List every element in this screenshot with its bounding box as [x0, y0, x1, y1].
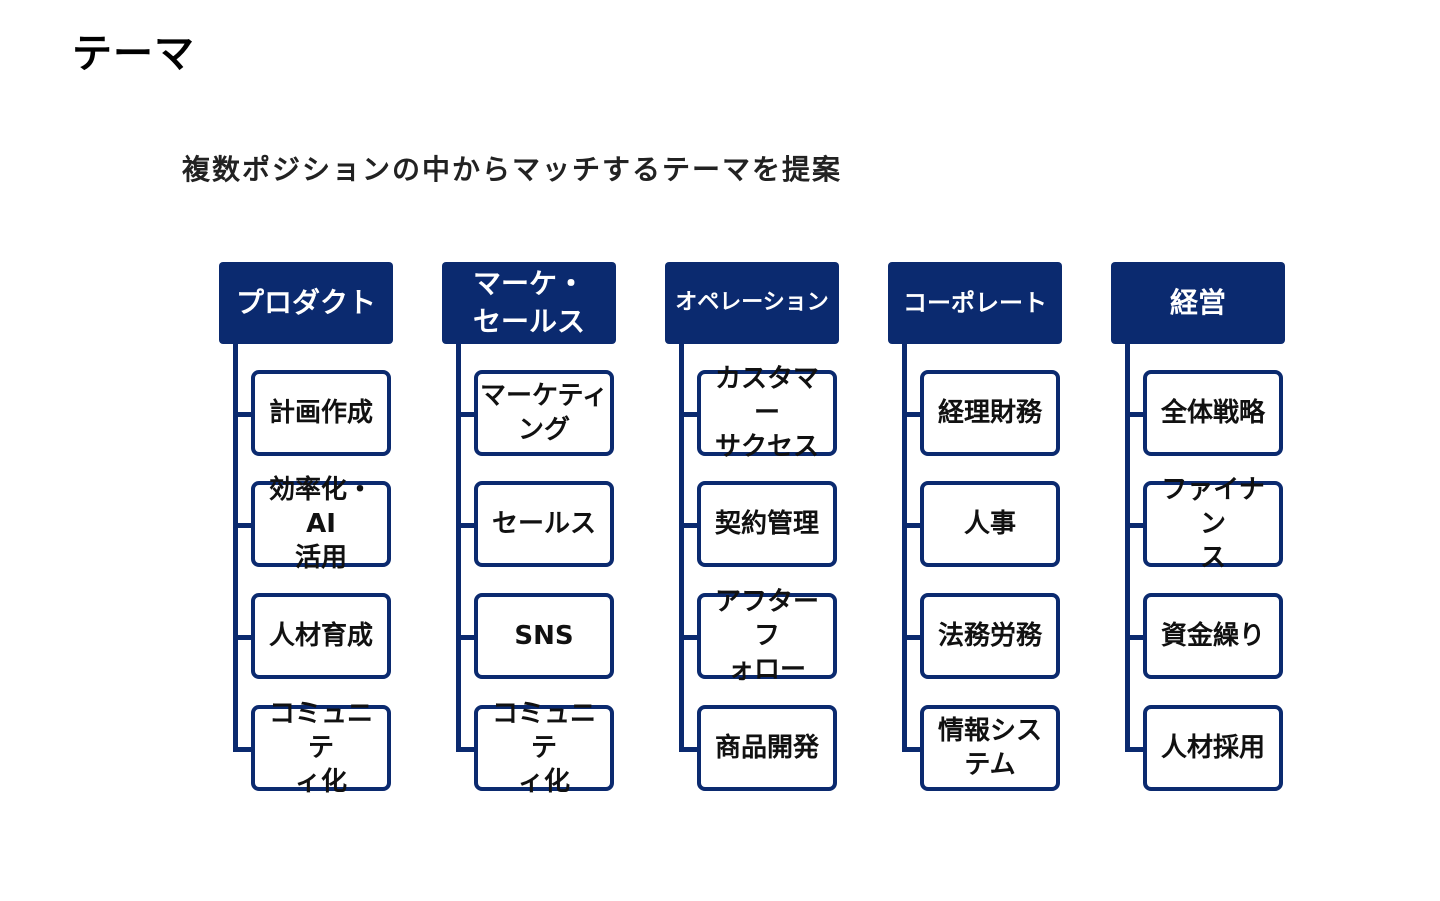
theme-item: 情報シス テム	[920, 705, 1060, 791]
connector-trunk	[233, 344, 238, 750]
theme-item: 人事	[920, 481, 1060, 567]
theme-item: カスタマー サクセス	[697, 364, 837, 462]
connector-trunk	[1125, 344, 1130, 750]
connector-branch	[679, 635, 699, 640]
column-corporate: コーポレート 経理財務 人事 法務労務 情報シス テム	[888, 262, 1068, 802]
theme-item: コミュニテ ィ化	[251, 699, 391, 797]
theme-item: ファイナン ス	[1143, 475, 1283, 573]
connector-branch	[233, 635, 253, 640]
page-title: テーマ	[72, 31, 195, 77]
theme-item: 効率化・AI 活用	[251, 475, 391, 573]
theme-item: 人材育成	[251, 593, 391, 679]
theme-item: SNS	[474, 593, 614, 679]
theme-item: セールス	[474, 481, 614, 567]
column-header-operations: オペレーション	[665, 262, 839, 344]
connector-branch	[679, 747, 699, 752]
connector-branch	[679, 412, 699, 417]
column-operations: オペレーション カスタマー サクセス 契約管理 アフターフ ォロー 商品開発	[665, 262, 845, 802]
column-management: 経営 全体戦略 ファイナン ス 資金繰り 人材採用	[1111, 262, 1291, 802]
connector-branch	[1125, 412, 1145, 417]
connector-branch	[456, 747, 476, 752]
connector-branch	[456, 523, 476, 528]
theme-item: 人材採用	[1143, 705, 1283, 791]
connector-branch	[1125, 747, 1145, 752]
connector-branch	[902, 412, 922, 417]
connector-branch	[233, 523, 253, 528]
connector-branch	[456, 412, 476, 417]
theme-item: マーケティ ング	[474, 370, 614, 456]
column-product: プロダクト 計画作成 効率化・AI 活用 人材育成 コミュニテ ィ化	[219, 262, 399, 802]
theme-item: 資金繰り	[1143, 593, 1283, 679]
column-header-management: 経営	[1111, 262, 1285, 344]
column-header-corporate: コーポレート	[888, 262, 1062, 344]
theme-item: アフターフ ォロー	[697, 587, 837, 685]
connector-trunk	[902, 344, 907, 750]
connector-trunk	[456, 344, 461, 750]
connector-branch	[902, 635, 922, 640]
column-header-marketing-sales: マーケ・ セールス	[442, 262, 616, 344]
connector-branch	[456, 635, 476, 640]
connector-branch	[902, 523, 922, 528]
theme-item: 全体戦略	[1143, 370, 1283, 456]
theme-item: 商品開発	[697, 705, 837, 791]
connector-branch	[233, 412, 253, 417]
page-subtitle: 複数ポジションの中からマッチするテーマを提案	[182, 153, 843, 186]
connector-branch	[1125, 635, 1145, 640]
theme-item: 契約管理	[697, 481, 837, 567]
connector-branch	[1125, 523, 1145, 528]
connector-branch	[679, 523, 699, 528]
column-header-product: プロダクト	[219, 262, 393, 344]
theme-item: 計画作成	[251, 370, 391, 456]
theme-item: コミュニテ ィ化	[474, 699, 614, 797]
theme-item: 経理財務	[920, 370, 1060, 456]
theme-item: 法務労務	[920, 593, 1060, 679]
column-marketing-sales: マーケ・ セールス マーケティ ング セールス SNS コミュニテ ィ化	[442, 262, 622, 802]
connector-trunk	[679, 344, 684, 750]
connector-branch	[233, 747, 253, 752]
connector-branch	[902, 747, 922, 752]
